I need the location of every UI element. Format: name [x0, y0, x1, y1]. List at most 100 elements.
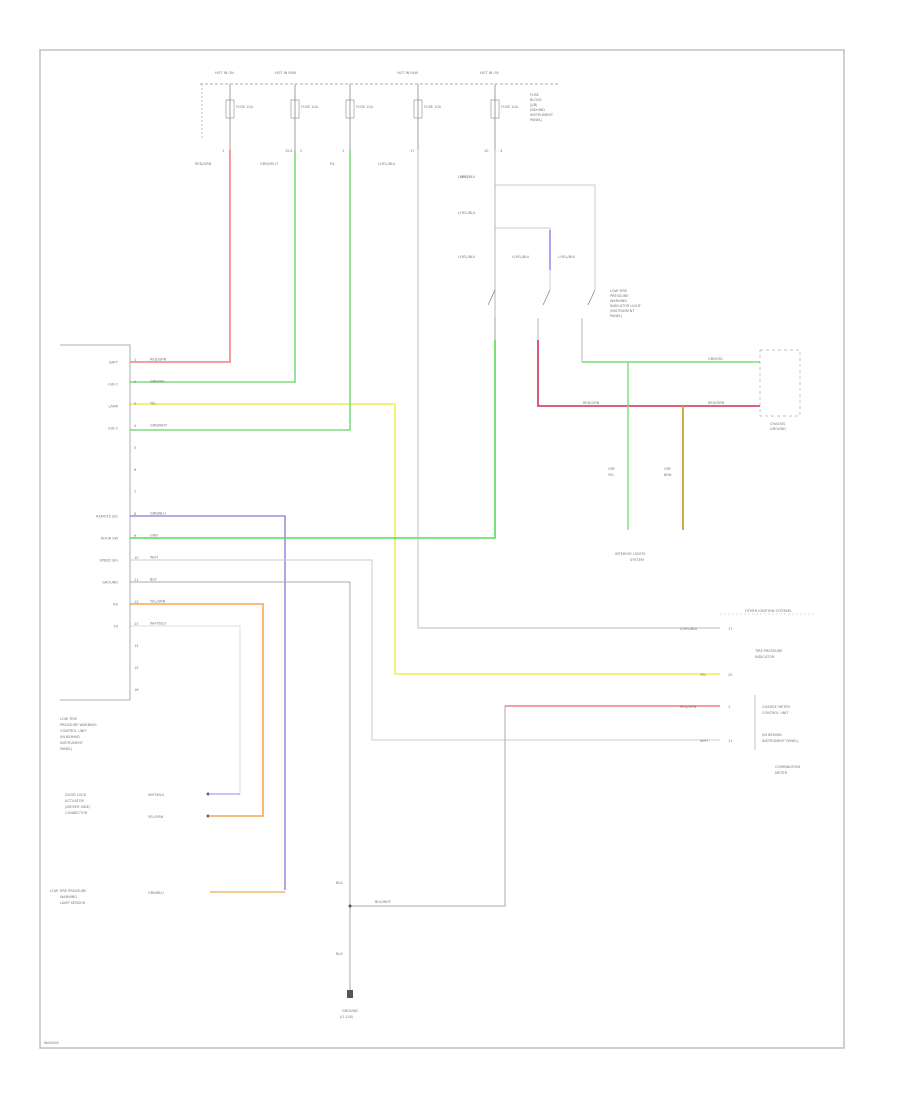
fuse-block-label: FUSE BLOCK (J/B) (BEHIND INSTRUMENT PANE…	[530, 93, 554, 122]
svg-text:LOW TIRE: LOW TIRE	[60, 717, 77, 721]
svg-text:CONTROL UNIT: CONTROL UNIT	[762, 711, 789, 715]
svg-text:GROUND: GROUND	[342, 1009, 358, 1013]
svg-text:(G-100): (G-100)	[340, 1015, 354, 1019]
svg-text:17: 17	[728, 627, 732, 631]
svg-text:INDICATOR LIGHT: INDICATOR LIGHT	[610, 304, 642, 308]
svg-text:WHT: WHT	[460, 175, 469, 179]
module-pin-number: 5	[134, 446, 136, 450]
svg-text:WARNING: WARNING	[60, 895, 77, 899]
module-pin-number: 6	[134, 468, 136, 472]
svg-text:INSTRUMENT: INSTRUMENT	[60, 741, 84, 745]
top-wire-labels: RED/GRN GRN/YEL/T P/L L/YEL/BLU WHT	[195, 162, 469, 179]
ground-symbol: BLK BLK GROUND (G-100)	[336, 881, 358, 1019]
svg-text:(BEHIND: (BEHIND	[530, 108, 545, 112]
module-pin-number: 15	[134, 666, 138, 670]
module-pin-name: IGN 2	[108, 427, 118, 431]
wire-grn-yel	[130, 150, 296, 383]
svg-text:LAMP SENSOR: LAMP SENSOR	[60, 901, 86, 905]
module-pin-number: 10	[134, 556, 138, 560]
fuse-header-3: HOT IN RUN	[397, 71, 418, 75]
module-pin-name: SPEED SIG	[99, 559, 118, 563]
module-pin-number: 4	[134, 424, 137, 428]
svg-text:COMBINATION: COMBINATION	[775, 765, 800, 769]
wire-speed-sig	[130, 559, 720, 741]
fuse-pin-4: 1	[342, 149, 344, 153]
module-pin-name: RX	[113, 603, 118, 607]
svg-text:GRN/YEL/T: GRN/YEL/T	[260, 162, 279, 166]
svg-text:GRN/BLU: GRN/BLU	[148, 891, 164, 895]
fuse-headers: HOT IN ON HOT IN RUN HOT IN RUN HOT IN O…	[215, 71, 499, 75]
module-pin-wire: WHT	[150, 556, 159, 560]
svg-text:INSTRUMENT PANEL): INSTRUMENT PANEL)	[762, 739, 799, 743]
fuse-pins: 1 10/1 2 1 17 10 4	[222, 149, 503, 153]
module-pin-name: REMOTE SIG	[96, 515, 118, 519]
module-pin-number: 11	[134, 578, 138, 582]
svg-text:DOOR LOCK: DOOR LOCK	[65, 793, 87, 797]
svg-text:(DRIVER SIDE): (DRIVER SIDE)	[65, 805, 91, 809]
svg-text:WARNING: WARNING	[610, 299, 627, 303]
module-pin-number: 3	[134, 402, 136, 406]
svg-text:1: 1	[728, 705, 730, 709]
svg-text:PRESSURE: PRESSURE	[610, 294, 628, 298]
module-pin-number: 13	[134, 622, 138, 626]
fuse-header-2: HOT IN RUN	[275, 71, 296, 75]
svg-text:L/YEL/BLU: L/YEL/BLU	[378, 162, 396, 166]
module-pin-number: 16	[134, 688, 138, 692]
svg-text:GRN/YEL: GRN/YEL	[708, 357, 723, 361]
module-pin-number: 12	[134, 600, 138, 604]
wire-red-grn	[130, 150, 231, 363]
left-lower-labels: DOOR LOCK ACTUATOR (DRIVER SIDE) CONNECT…	[50, 792, 210, 905]
wire-ground	[130, 581, 351, 990]
svg-text:LOW TIRE: LOW TIRE	[610, 289, 627, 293]
wire-charge	[350, 705, 720, 907]
svg-text:GRY: GRY	[608, 467, 616, 471]
svg-text:PANEL): PANEL)	[530, 118, 543, 122]
fuse-pin-5: 17	[410, 149, 414, 153]
svg-text:L/YEL/BLU: L/YEL/BLU	[458, 211, 476, 215]
module-pin-name: GROUND	[102, 581, 118, 585]
wire-rx	[130, 603, 264, 817]
svg-text:YEL/GRN: YEL/GRN	[148, 815, 164, 819]
wires	[130, 150, 720, 990]
svg-text:GRY: GRY	[664, 467, 672, 471]
module-pin-wire: GRN	[150, 534, 158, 538]
module-pin-number: 1	[134, 358, 136, 362]
module-pin-name: IGN 1	[108, 383, 118, 387]
module-pin-wire: GRN/WHT	[150, 424, 168, 428]
svg-text:WHT/BLU: WHT/BLU	[148, 793, 165, 797]
svg-text:PRESSURE WARNING: PRESSURE WARNING	[60, 723, 97, 727]
svg-text:INDICATOR: INDICATOR	[755, 655, 775, 659]
svg-text:(J/B): (J/B)	[530, 103, 538, 107]
svg-text:FUSE: FUSE	[530, 93, 539, 97]
fuse-name-1: FUSE 10A	[236, 105, 254, 109]
module-pin-number: 14	[134, 644, 139, 648]
svg-text:RED/GRN: RED/GRN	[680, 705, 697, 709]
fuse-name-2: FUSE 10A	[301, 105, 319, 109]
svg-text:L/YEL/BLU: L/YEL/BLU	[458, 175, 476, 179]
svg-text:YEL: YEL	[700, 673, 706, 677]
svg-text:BLK/WHT: BLK/WHT	[375, 900, 392, 904]
svg-text:SYSTEM: SYSTEM	[630, 558, 644, 562]
svg-text:YEL: YEL	[608, 473, 614, 477]
chassis-ground-wires: GRN/YEL RED/GRN RED/GRN CHASSIS GROUND G…	[537, 340, 801, 562]
svg-text:WHT: WHT	[700, 739, 709, 743]
fuse-pin-3: 2	[300, 149, 302, 153]
module-pin-name: DOOR SW	[101, 537, 119, 541]
svg-text:BLK: BLK	[336, 881, 343, 885]
fuse-pin-2: 10/1	[285, 149, 293, 153]
svg-text:BLK: BLK	[336, 952, 343, 956]
wire-l-yel-blu	[417, 150, 720, 629]
svg-text:METER: METER	[775, 771, 788, 775]
svg-text:BLOCK: BLOCK	[530, 98, 542, 102]
svg-text:11: 11	[728, 739, 732, 743]
svg-text:(IN BEHIND: (IN BEHIND	[762, 733, 782, 737]
svg-text:L/YEL/BLU: L/YEL/BLU	[680, 627, 698, 631]
module-pin-number: 9	[134, 534, 136, 538]
svg-text:RED/GRN: RED/GRN	[583, 401, 600, 405]
module-pin-wire: GRN/BLU	[150, 512, 166, 516]
wire-door-sw	[130, 340, 496, 539]
diagram-frame	[39, 49, 845, 1049]
